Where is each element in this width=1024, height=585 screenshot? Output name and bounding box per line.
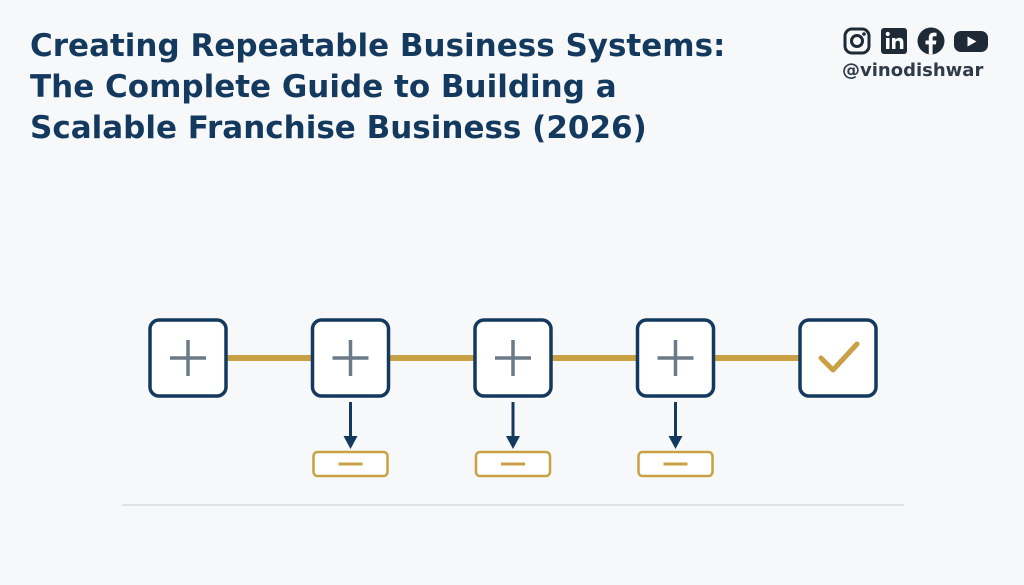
instagram-icon[interactable] [842, 26, 872, 56]
title-line: The Complete Guide to Building a [30, 69, 617, 105]
plus-icon [657, 340, 694, 376]
facebook-icon[interactable] [916, 26, 946, 56]
step-box [798, 318, 878, 398]
plus-icon [170, 340, 206, 376]
arrow-head-icon [343, 436, 358, 449]
social-handle: @vinodishwar [842, 60, 984, 81]
plus-icon [495, 340, 531, 376]
social-icons [842, 26, 1012, 56]
social-links: @vinodishwar [842, 26, 1012, 81]
arrow-head-icon [668, 436, 683, 449]
linkedin-icon[interactable] [879, 26, 909, 56]
title-line: Scalable Franchise Business (2026) [30, 110, 647, 146]
check-icon [818, 341, 860, 373]
arrow-head-icon [506, 436, 520, 449]
youtube-icon[interactable] [953, 26, 989, 56]
title-line: Creating Repeatable Business Systems: [30, 28, 726, 64]
plus-icon [332, 340, 369, 376]
page-title: Creating Repeatable Business Systems: Th… [30, 26, 820, 149]
